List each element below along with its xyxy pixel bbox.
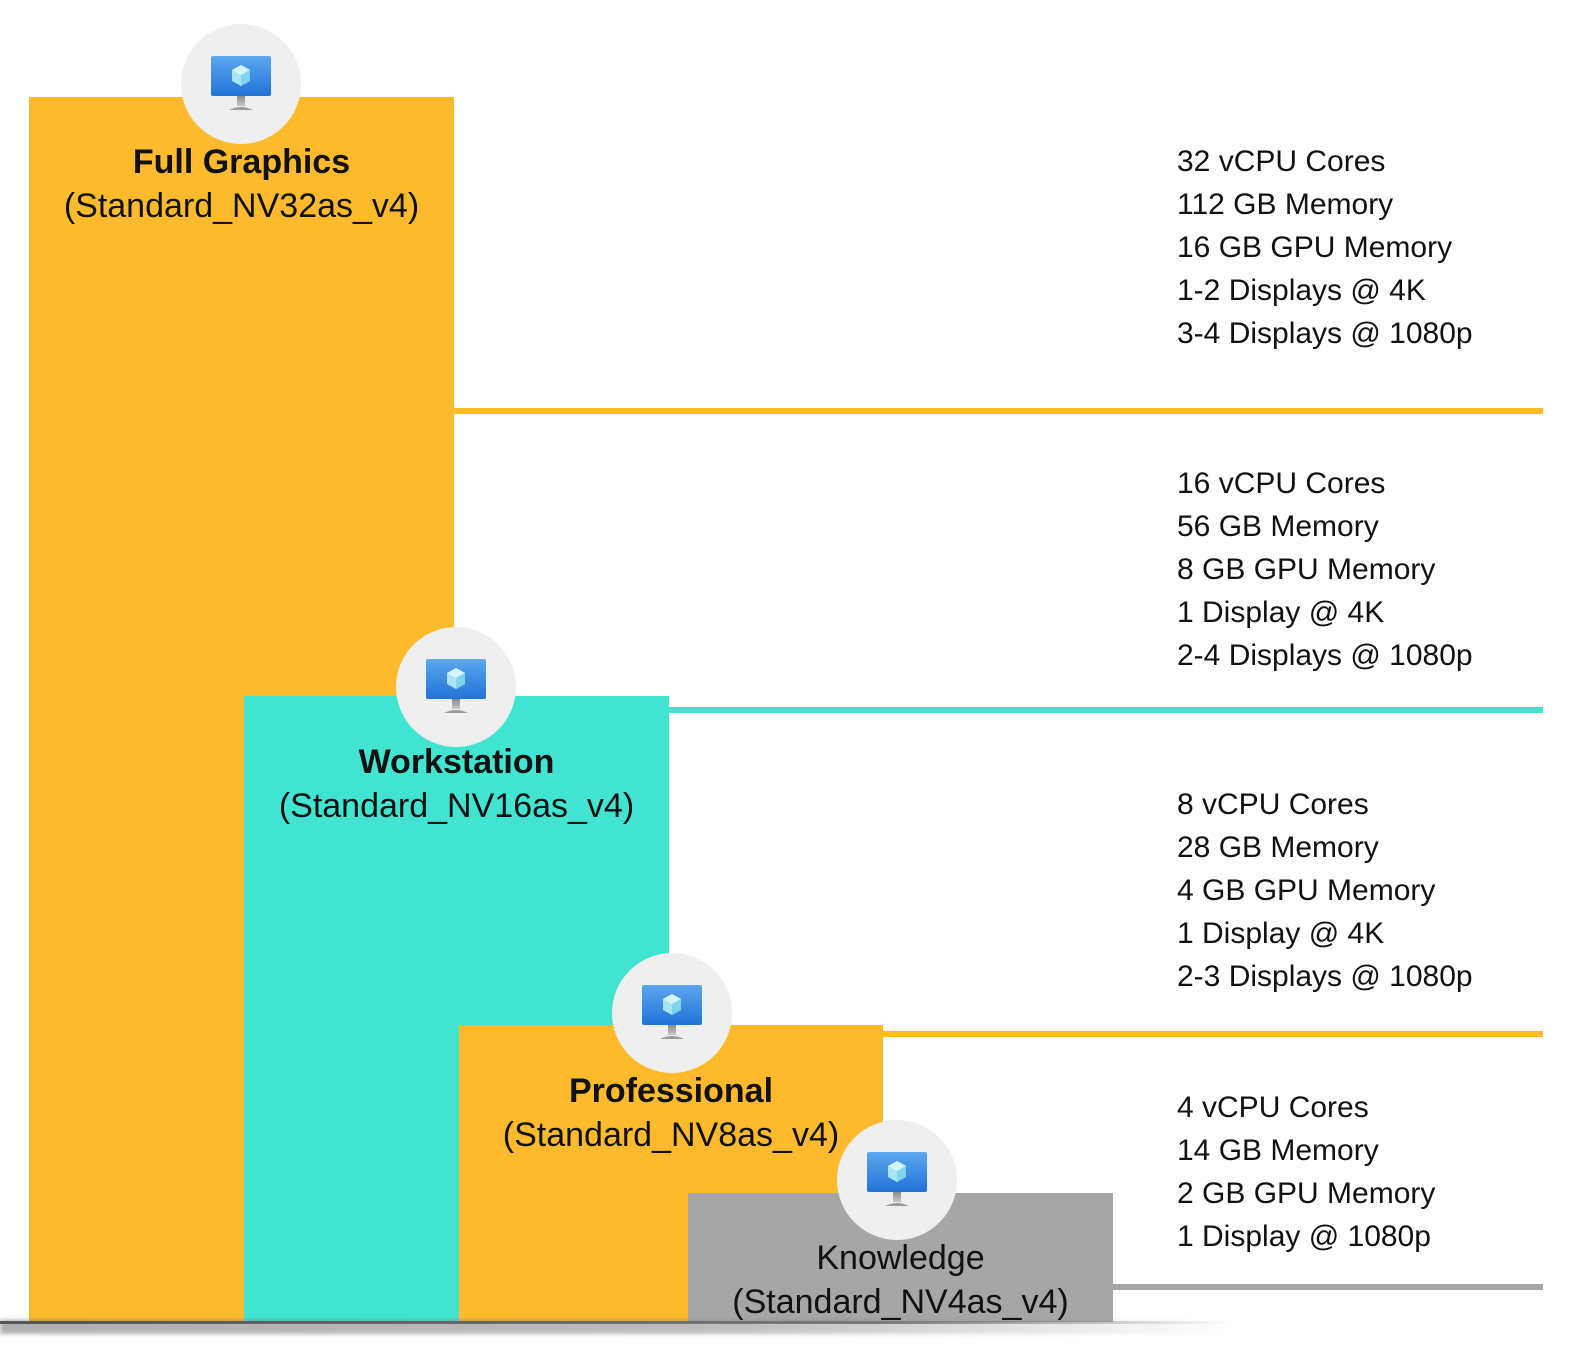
tier-name: Full Graphics	[132, 143, 351, 181]
spec-list-workstation: 16 vCPU Cores 56 GB Memory 8 GB GPU Memo…	[1177, 462, 1473, 677]
tier-label-workstation: Workstation (Standard_NV16as_v4)	[244, 740, 669, 828]
spec-item: 8 vCPU Cores	[1177, 788, 1369, 821]
tier-sku: (Standard_NV4as_v4)	[732, 1283, 1069, 1321]
tier-sku: (Standard_NV16as_v4)	[278, 787, 635, 825]
virtual-machine-monitor-icon	[426, 659, 486, 713]
virtual-machine-monitor-icon	[642, 985, 702, 1039]
tier-icon-badge	[837, 1120, 957, 1240]
divider-full-graphics	[454, 408, 1543, 414]
tier-name: Knowledge	[816, 1239, 985, 1277]
spec-list-knowledge: 4 vCPU Cores 14 GB Memory 2 GB GPU Memor…	[1177, 1086, 1435, 1258]
spec-item: 1 Display @ 4K	[1177, 917, 1385, 950]
tier-name: Workstation	[358, 743, 555, 781]
spec-item: 1 Display @ 1080p	[1177, 1220, 1431, 1253]
spec-item: 14 GB Memory	[1177, 1134, 1379, 1167]
divider-knowledge	[1113, 1284, 1543, 1290]
spec-item: 4 vCPU Cores	[1177, 1091, 1369, 1124]
spec-item: 16 vCPU Cores	[1177, 467, 1386, 500]
tier-sku: (Standard_NV32as_v4)	[63, 187, 420, 225]
tier-sku: (Standard_NV8as_v4)	[502, 1116, 840, 1154]
spec-list-full-graphics: 32 vCPU Cores 112 GB Memory 16 GB GPU Me…	[1177, 140, 1473, 355]
tier-name: Professional	[568, 1072, 774, 1110]
tier-label-professional: Professional (Standard_NV8as_v4)	[459, 1069, 883, 1157]
baseline	[0, 1321, 1230, 1324]
spec-item: 4 GB GPU Memory	[1177, 874, 1436, 907]
divider-professional	[883, 1031, 1543, 1037]
spec-item: 28 GB Memory	[1177, 831, 1379, 864]
spec-item: 1 Display @ 4K	[1177, 596, 1385, 629]
tier-label-knowledge: Knowledge (Standard_NV4as_v4)	[688, 1236, 1113, 1324]
tier-icon-badge	[396, 627, 516, 747]
virtual-machine-monitor-icon	[867, 1152, 927, 1206]
spec-item: 2-4 Displays @ 1080p	[1177, 639, 1473, 672]
spec-item: 2 GB GPU Memory	[1177, 1177, 1436, 1210]
virtual-machine-monitor-icon	[211, 56, 271, 110]
tier-icon-badge	[612, 953, 732, 1073]
spec-item: 1-2 Displays @ 4K	[1177, 274, 1426, 307]
spec-item: 8 GB GPU Memory	[1177, 553, 1436, 586]
spec-item: 3-4 Displays @ 1080p	[1177, 317, 1473, 350]
spec-item: 112 GB Memory	[1177, 188, 1394, 221]
divider-workstation	[669, 707, 1543, 713]
spec-list-professional: 8 vCPU Cores 28 GB Memory 4 GB GPU Memor…	[1177, 783, 1473, 998]
spec-item: 32 vCPU Cores	[1177, 145, 1386, 178]
spec-item: 16 GB GPU Memory	[1177, 231, 1453, 264]
spec-item: 2-3 Displays @ 1080p	[1177, 960, 1473, 993]
spec-item: 56 GB Memory	[1177, 510, 1379, 543]
tier-icon-badge	[181, 24, 301, 144]
tier-label-full-graphics: Full Graphics (Standard_NV32as_v4)	[29, 140, 454, 228]
